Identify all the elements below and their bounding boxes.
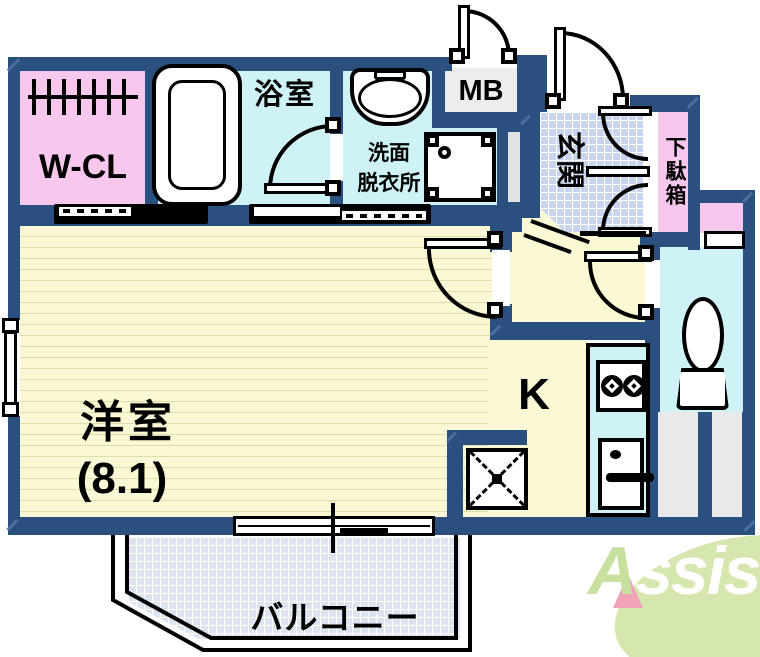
- toilet-tank: [676, 368, 729, 410]
- hanger-tick: [122, 79, 126, 115]
- wall-right-lower: [743, 190, 755, 535]
- door-post: [501, 48, 517, 64]
- pipe-space-1: [658, 412, 698, 517]
- door-post: [638, 245, 654, 261]
- entrance-label: 玄関: [553, 130, 585, 189]
- sliding-door-dashes: [63, 209, 127, 213]
- wall-left-b: [8, 416, 20, 535]
- kitchen-label: K: [518, 370, 550, 419]
- assist-logo-initial: A: [588, 533, 637, 609]
- bathtub-inner: [168, 80, 226, 190]
- balcony-label: バルコニー: [250, 599, 420, 636]
- bathroom-label: 浴室: [253, 79, 316, 111]
- washer-pan-bolt: [426, 187, 439, 200]
- shoe-cabinet-label: 下駄箱: [663, 136, 686, 208]
- wall-right-upper: [688, 110, 700, 250]
- wall-gray-strip: [508, 132, 520, 202]
- pipe-space-2: [712, 412, 742, 517]
- meter-box-label: MB: [458, 74, 504, 107]
- room-shoe-cabinet: [658, 112, 690, 232]
- door-post: [638, 304, 654, 320]
- washroom-label-1: 洗面: [368, 142, 410, 165]
- hanger-rail-icon: [28, 95, 138, 99]
- wall-left-a: [8, 57, 20, 320]
- western-room-size: (8.1): [76, 454, 168, 503]
- door-post: [449, 48, 465, 64]
- wall-bump-top: [700, 190, 755, 203]
- washbasin-tap: [374, 70, 406, 80]
- door-leaf-shoe: [586, 166, 650, 177]
- washer-pan-bolt: [481, 187, 494, 200]
- washer-pan-bolt: [481, 134, 494, 147]
- sliding-door-panel: [254, 207, 340, 216]
- wall-bath-wash-a: [330, 57, 343, 134]
- balcony-outline: [111, 535, 472, 652]
- hanger-tick: [77, 79, 81, 115]
- balcony-window-tick: [331, 503, 335, 553]
- wall-entrance-left: [522, 112, 540, 218]
- stove-burner: [623, 375, 645, 397]
- wall-mb-left: [432, 60, 445, 128]
- washbasin-bowl: [358, 78, 422, 118]
- wall-mb-entrance: [517, 55, 547, 112]
- toilet-icon: [682, 297, 724, 373]
- stove-burner: [601, 375, 623, 397]
- hanger-tick: [62, 79, 66, 115]
- door-leaf-entrance: [554, 27, 566, 101]
- wall-counter-right: [648, 340, 660, 416]
- room-western: [20, 226, 492, 517]
- washroom-label-2: 脱衣所: [357, 172, 421, 195]
- hanger-tick: [92, 79, 96, 115]
- wall-shoebox-bottom: [640, 232, 700, 247]
- floor-hatch-center: [492, 474, 502, 484]
- assist-logo-text: Assist: [588, 532, 760, 622]
- washer-pan-drain: [438, 146, 451, 159]
- room-meter-box: [445, 68, 517, 112]
- wall-nook-top: [447, 430, 527, 445]
- door-post: [487, 231, 503, 247]
- doorway-toilet: [645, 260, 660, 308]
- door-post: [545, 93, 561, 109]
- assist-logo-rest: ssist: [635, 533, 760, 609]
- window-left-sill-bottom: [2, 402, 19, 417]
- wall-hall-kitchen: [490, 322, 655, 340]
- toilet-shelf: [700, 203, 743, 233]
- wall-bottom-a: [8, 517, 233, 535]
- balcony-window-handle: [340, 528, 388, 533]
- toilet-window: [704, 231, 745, 249]
- hanger-tick: [47, 79, 51, 115]
- door-post: [487, 302, 503, 318]
- washer-pan-bolt: [426, 134, 439, 147]
- window-left-icon: [4, 331, 17, 405]
- door-post: [325, 180, 341, 196]
- door-post: [613, 93, 629, 109]
- wcl-label: W-CL: [38, 147, 128, 186]
- bathtub-icon: [152, 64, 242, 206]
- hanger-tick: [32, 79, 36, 115]
- western-room-label: 洋室: [80, 398, 176, 447]
- door-swing-entrance: [560, 31, 625, 99]
- refrigerator-dot: [610, 450, 621, 459]
- wall-mb-bottom: [432, 112, 523, 128]
- refrigerator-handle: [606, 473, 654, 482]
- wall-bottom-b: [435, 517, 650, 535]
- door-leaf-shoe: [598, 106, 652, 116]
- entrance-step-line: [580, 231, 646, 236]
- hanger-tick: [107, 79, 111, 115]
- door-post: [325, 117, 341, 133]
- balcony-floor: [128, 537, 460, 639]
- sliding-door-dashes: [346, 214, 422, 218]
- wall-nook-left: [447, 430, 463, 520]
